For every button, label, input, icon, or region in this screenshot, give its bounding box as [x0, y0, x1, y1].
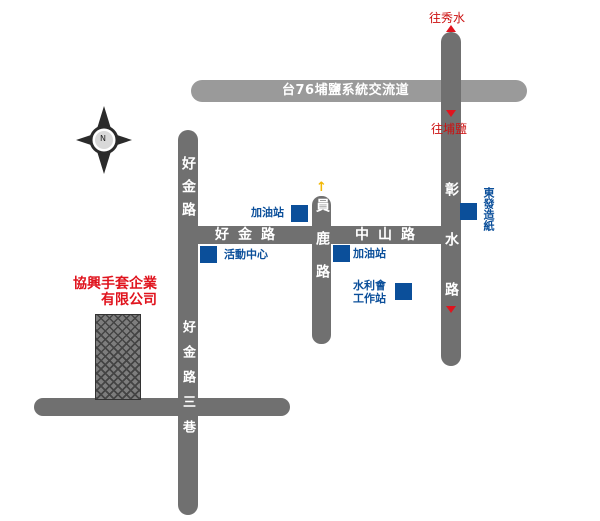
to-puyan-arrow-icon	[446, 110, 456, 117]
paper-mill-marker	[460, 203, 477, 220]
haojin-lane3-label: 好金路三巷	[180, 320, 195, 445]
to-xiushui-arrow-icon	[446, 25, 456, 32]
water-office-label: 水利會 工作站	[353, 279, 386, 305]
activity-center-marker	[200, 246, 217, 263]
zhangshui-south-arrow-icon	[446, 306, 456, 313]
highway-label: 台76埔鹽系統交流道	[282, 83, 410, 98]
haojin-lane3-road	[34, 398, 290, 416]
haojin-zhongshan-road-horizontal	[178, 226, 461, 244]
haojin-horizontal-label: 好金路	[215, 227, 284, 243]
paper-mill-label: 東發造紙	[482, 187, 495, 231]
water-office-marker	[395, 283, 412, 300]
company-building	[95, 314, 141, 400]
gas-station-2-marker	[333, 245, 350, 262]
to-xiushui-label: 往秀水	[429, 11, 466, 25]
to-lugang-arrow-icon: ↑	[316, 180, 327, 195]
gas-station-1-label: 加油站	[251, 206, 284, 219]
gas-station-1-marker	[291, 205, 308, 222]
to-puyan-label: 往埔鹽	[431, 122, 468, 136]
haojin-vertical-label: 好金路	[180, 156, 196, 225]
yuanlu-label: 員鹿路	[314, 198, 330, 297]
compass-north-letter: N	[100, 134, 106, 143]
company-label: 協興手套企業 有限公司	[73, 276, 157, 309]
to-lugang-label: 往鹿港	[314, 137, 328, 173]
activity-center-label: 活動中心	[224, 248, 268, 261]
zhongshan-label: 中山路	[355, 227, 424, 243]
compass-icon	[76, 106, 132, 174]
gas-station-2-label: 加油站	[353, 247, 386, 260]
zhangshui-label: 彰水路	[443, 182, 459, 332]
